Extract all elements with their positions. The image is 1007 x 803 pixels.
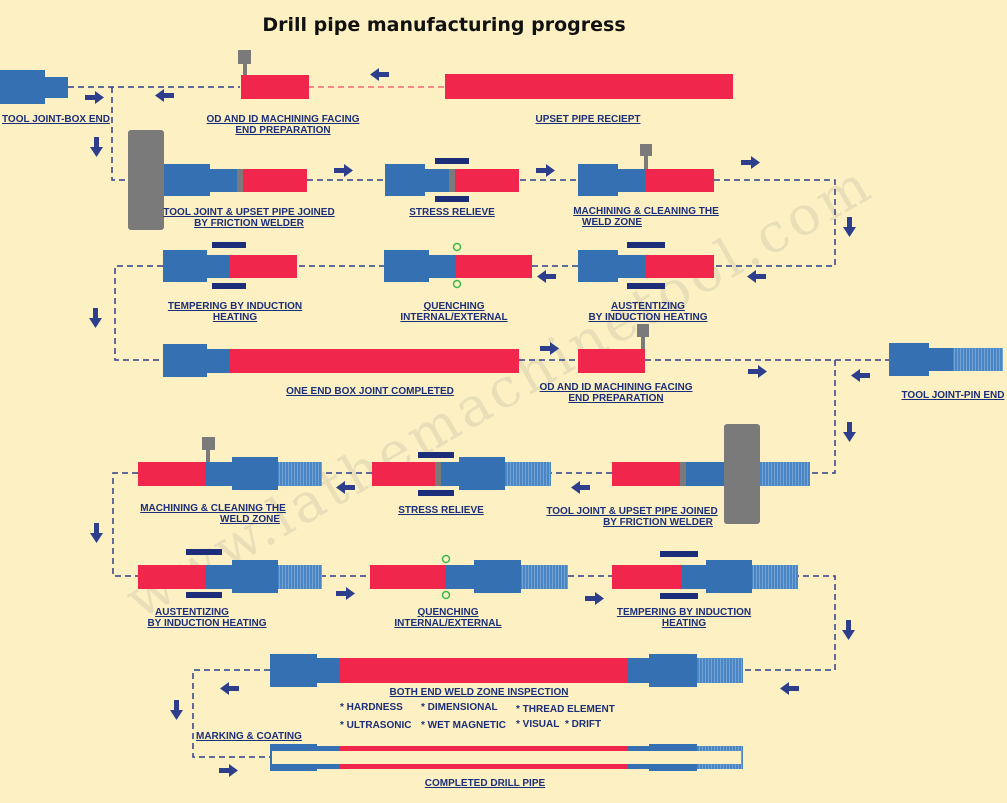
flow-arrows — [85, 68, 870, 777]
item-wet-magnetic: * WET MAGNETIC — [421, 720, 506, 731]
arrow-right-icon — [536, 164, 555, 177]
label-inspection: BOTH END WELD ZONE INSPECTION — [390, 687, 569, 698]
page-title: Drill pipe manufacturing progress — [262, 14, 625, 36]
label-quench-2: QUENCHING — [417, 607, 478, 618]
friction-weld-step-2 — [612, 424, 810, 524]
arrow-left-icon — [747, 270, 766, 283]
label-pin-end: TOOL JOINT-PIN END — [902, 390, 1005, 401]
arrow-left-icon — [780, 682, 799, 695]
tempering-step-1 — [163, 242, 297, 289]
label-od-id-1: OD AND ID MACHINING FACING — [207, 114, 360, 125]
arrow-left-icon — [851, 369, 870, 382]
label-quench-1-line2: INTERNAL/EXTERNAL — [400, 312, 507, 323]
label-austen-1-line2: BY INDUCTION HEATING — [588, 312, 707, 323]
arrow-left-icon — [571, 481, 590, 494]
item-hardness: * HARDNESS — [340, 702, 403, 713]
quenching-step-1 — [384, 242, 532, 289]
arrow-left-icon — [336, 481, 355, 494]
arrow-right-icon — [585, 592, 604, 605]
item-thread-element: * THREAD ELEMENT — [516, 704, 615, 715]
machining-step-2 — [138, 437, 322, 490]
label-marking: MARKING & COATING — [196, 731, 302, 742]
label-od-id-1-line2: END PREPARATION — [235, 125, 330, 136]
item-ultrasonic: * ULTRASONIC — [340, 720, 411, 731]
label-od-id-2-line2: END PREPARATION — [568, 393, 663, 404]
stress-relieve-step-1 — [385, 158, 519, 202]
item-dimensional: * DIMENSIONAL — [421, 702, 498, 713]
label-austen-2-line2: BY INDUCTION HEATING — [147, 618, 266, 629]
label-friction-1-line2: BY FRICTION WELDER — [194, 218, 305, 229]
label-tempering-1: TEMPERING BY INDUCTION — [168, 301, 302, 312]
label-quench-2-line2: INTERNAL/EXTERNAL — [394, 618, 501, 629]
label-austen-2: AUSTENTIZING — [155, 607, 229, 618]
label-box-end: TOOL JOINT-BOX END — [2, 114, 110, 125]
inspection-pipe — [270, 654, 743, 687]
arrow-right-icon — [336, 587, 355, 600]
item-visual: * VISUAL — [516, 719, 559, 730]
arrow-left-icon — [370, 68, 389, 81]
od-id-machining-step-2 — [578, 324, 649, 373]
label-tempering-2-line2: HEATING — [662, 618, 706, 629]
arrow-down-icon — [90, 137, 103, 157]
arrow-right-icon — [748, 365, 767, 378]
tool-joint-pin-end — [889, 343, 1003, 376]
label-friction-2-line2: BY FRICTION WELDER — [603, 517, 714, 528]
label-od-id-2: OD AND ID MACHINING FACING — [540, 382, 693, 393]
arrow-right-icon — [540, 342, 559, 355]
tempering-step-2 — [612, 551, 798, 599]
label-completed: COMPLETED DRILL PIPE — [425, 778, 546, 789]
label-tempering-2: TEMPERING BY INDUCTION — [617, 607, 751, 618]
upset-pipe — [445, 74, 733, 99]
arrow-left-icon — [155, 89, 174, 102]
step-labels: TOOL JOINT-BOX END OD AND ID MACHINING F… — [2, 114, 1004, 789]
austentizing-step-2 — [138, 549, 322, 598]
arrow-down-icon — [90, 523, 103, 543]
label-tempering-1-line2: HEATING — [213, 312, 257, 323]
label-machining-2-line2: WELD ZONE — [220, 514, 280, 525]
austentizing-step-1 — [578, 242, 714, 289]
label-machining-2: MACHINING & CLEANING THE — [140, 503, 286, 514]
arrow-down-icon — [842, 620, 855, 640]
arrow-right-icon — [741, 156, 760, 169]
arrow-down-icon — [89, 308, 102, 328]
label-friction-1: TOOL JOINT & UPSET PIPE JOINED — [163, 207, 334, 218]
label-one-end: ONE END BOX JOINT COMPLETED — [286, 386, 454, 397]
label-austen-1: AUSTENTIZING — [611, 301, 685, 312]
arrow-left-icon — [537, 270, 556, 283]
arrow-down-icon — [843, 217, 856, 237]
arrow-down-icon — [170, 700, 183, 720]
arrow-right-icon — [85, 91, 104, 104]
label-friction-2: TOOL JOINT & UPSET PIPE JOINED — [546, 506, 717, 517]
one-end-box-joint-pipe — [163, 344, 519, 377]
label-quench-1: QUENCHING — [423, 301, 484, 312]
arrow-right-icon — [334, 164, 353, 177]
od-id-machining-step-1 — [238, 50, 309, 99]
arrow-right-icon — [219, 764, 238, 777]
stress-relieve-step-2 — [372, 452, 551, 496]
arrow-left-icon — [220, 682, 239, 695]
completed-drill-pipe — [270, 744, 743, 771]
label-machining-1: MACHINING & CLEANING THE — [573, 206, 719, 217]
label-machining-1-line2: WELD ZONE — [582, 217, 642, 228]
friction-weld-step-1 — [128, 130, 307, 230]
label-stress-2: STRESS RELIEVE — [398, 505, 484, 516]
label-stress-1: STRESS RELIEVE — [409, 207, 495, 218]
quenching-step-2 — [370, 554, 568, 600]
flow-lines — [68, 86, 890, 758]
arrow-down-icon — [843, 422, 856, 442]
inspection-items: * HARDNESS * DIMENSIONAL * THREAD ELEMEN… — [340, 702, 615, 731]
tool-joint-box-end — [0, 70, 68, 104]
machining-step-1 — [578, 144, 714, 196]
label-upset: UPSET PIPE RECIEPT — [535, 114, 640, 125]
item-drift: * DRIFT — [565, 719, 601, 730]
